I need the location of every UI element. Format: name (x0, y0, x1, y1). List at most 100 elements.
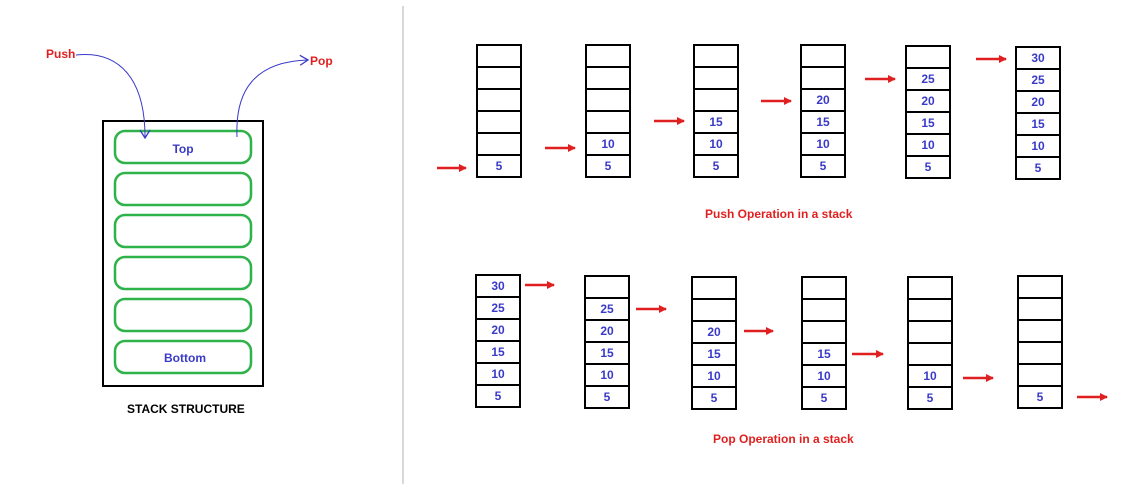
stack-value: 15 (921, 116, 935, 130)
stack-cell (693, 88, 739, 112)
stack-cell (584, 385, 630, 409)
push-stack-1: 5 (476, 44, 522, 178)
stack-cell (1017, 341, 1063, 365)
stack-value: 10 (816, 137, 830, 151)
stack-value: 10 (1031, 139, 1045, 153)
pop-stack-2: 5 10 15 20 25 (584, 275, 630, 409)
stack-value: 15 (709, 115, 723, 129)
stack-value: 30 (1031, 51, 1045, 65)
operation-arrows (437, 55, 1108, 401)
stack-cell (585, 44, 631, 68)
stack-value: 15 (1031, 117, 1045, 131)
stack-cell (476, 88, 522, 112)
stack-slot (113, 213, 253, 249)
stack-value: 20 (707, 325, 721, 339)
stack-structure-box (102, 120, 264, 387)
stack-slot (113, 297, 253, 333)
stack-cell (476, 44, 522, 68)
stack-cell (801, 276, 847, 300)
stack-value: 15 (707, 347, 721, 361)
stack-slot (113, 255, 253, 291)
stack-cell (475, 384, 521, 408)
pop-label: Pop (310, 54, 333, 68)
stack-cell (691, 298, 737, 322)
stack-cell (907, 320, 953, 344)
stack-value: 5 (1035, 161, 1042, 175)
stack-value: 20 (491, 323, 505, 337)
stack-value: 10 (601, 137, 615, 151)
stack-slot (113, 171, 253, 207)
pop-operation-caption: Pop Operation in a stack (713, 432, 854, 446)
stack-cell (476, 110, 522, 134)
stack-value: 5 (711, 391, 718, 405)
stack-cell (907, 342, 953, 366)
stack-cell (585, 66, 631, 90)
stack-cell (693, 44, 739, 68)
stack-cell (476, 66, 522, 90)
stack-value: 15 (600, 346, 614, 360)
stack-cell (800, 44, 846, 68)
stack-value: 10 (709, 137, 723, 151)
stack-value: 20 (921, 94, 935, 108)
stack-value: 20 (1031, 95, 1045, 109)
stack-cell (585, 154, 631, 178)
stack-cell (476, 132, 522, 156)
stack-value: 10 (491, 367, 505, 381)
pop-curve-arrow (236, 54, 310, 138)
stack-cell (1017, 319, 1063, 343)
push-operation-caption: Push Operation in a stack (705, 207, 853, 221)
stack-value: 5 (495, 389, 502, 403)
stack-cell (476, 154, 522, 178)
stack-cell (1015, 156, 1061, 180)
stack-value: 5 (925, 160, 932, 174)
stack-cell (584, 275, 630, 299)
stack-value: 10 (923, 369, 937, 383)
push-label: Push (46, 47, 76, 61)
stack-value: 10 (600, 368, 614, 382)
stack-cell (800, 66, 846, 90)
stack-value: 5 (1037, 390, 1044, 404)
stack-cell (907, 386, 953, 410)
stack-cell (1017, 275, 1063, 299)
stack-cell (1017, 363, 1063, 387)
bottom-slot-label: Bottom (164, 351, 206, 365)
stack-cell (905, 45, 951, 69)
stack-value: 25 (491, 301, 505, 315)
stack-cell (693, 66, 739, 90)
stack-value: 20 (600, 324, 614, 338)
stack-cell (800, 154, 846, 178)
stack-cell (691, 386, 737, 410)
push-stack-2: 510 (585, 44, 631, 178)
stack-value: 25 (600, 302, 614, 316)
stack-value: 20 (816, 93, 830, 107)
stack-slot (113, 129, 253, 165)
stack-structure-caption: STACK STRUCTURE (127, 402, 245, 416)
stack-cell (801, 298, 847, 322)
stack-cell (907, 298, 953, 322)
stack-value: 5 (713, 159, 720, 173)
stack-value: 15 (491, 345, 505, 359)
stack-cell (585, 88, 631, 112)
stack-value: 5 (604, 390, 611, 404)
stack-cell (907, 276, 953, 300)
stack-value: 25 (921, 72, 935, 86)
top-slot-label: Top (172, 142, 193, 156)
stack-cell (1017, 297, 1063, 321)
stack-value: 5 (821, 391, 828, 405)
stack-cell (693, 154, 739, 178)
stack-cell (1017, 385, 1063, 409)
pop-stack-3: 5 10 15 20 (691, 276, 737, 410)
pop-stack-5: 510 (907, 276, 953, 410)
stack-value: 10 (707, 369, 721, 383)
stack-cell (585, 110, 631, 134)
push-curve-arrow (75, 53, 151, 140)
stack-value: 25 (1031, 73, 1045, 87)
